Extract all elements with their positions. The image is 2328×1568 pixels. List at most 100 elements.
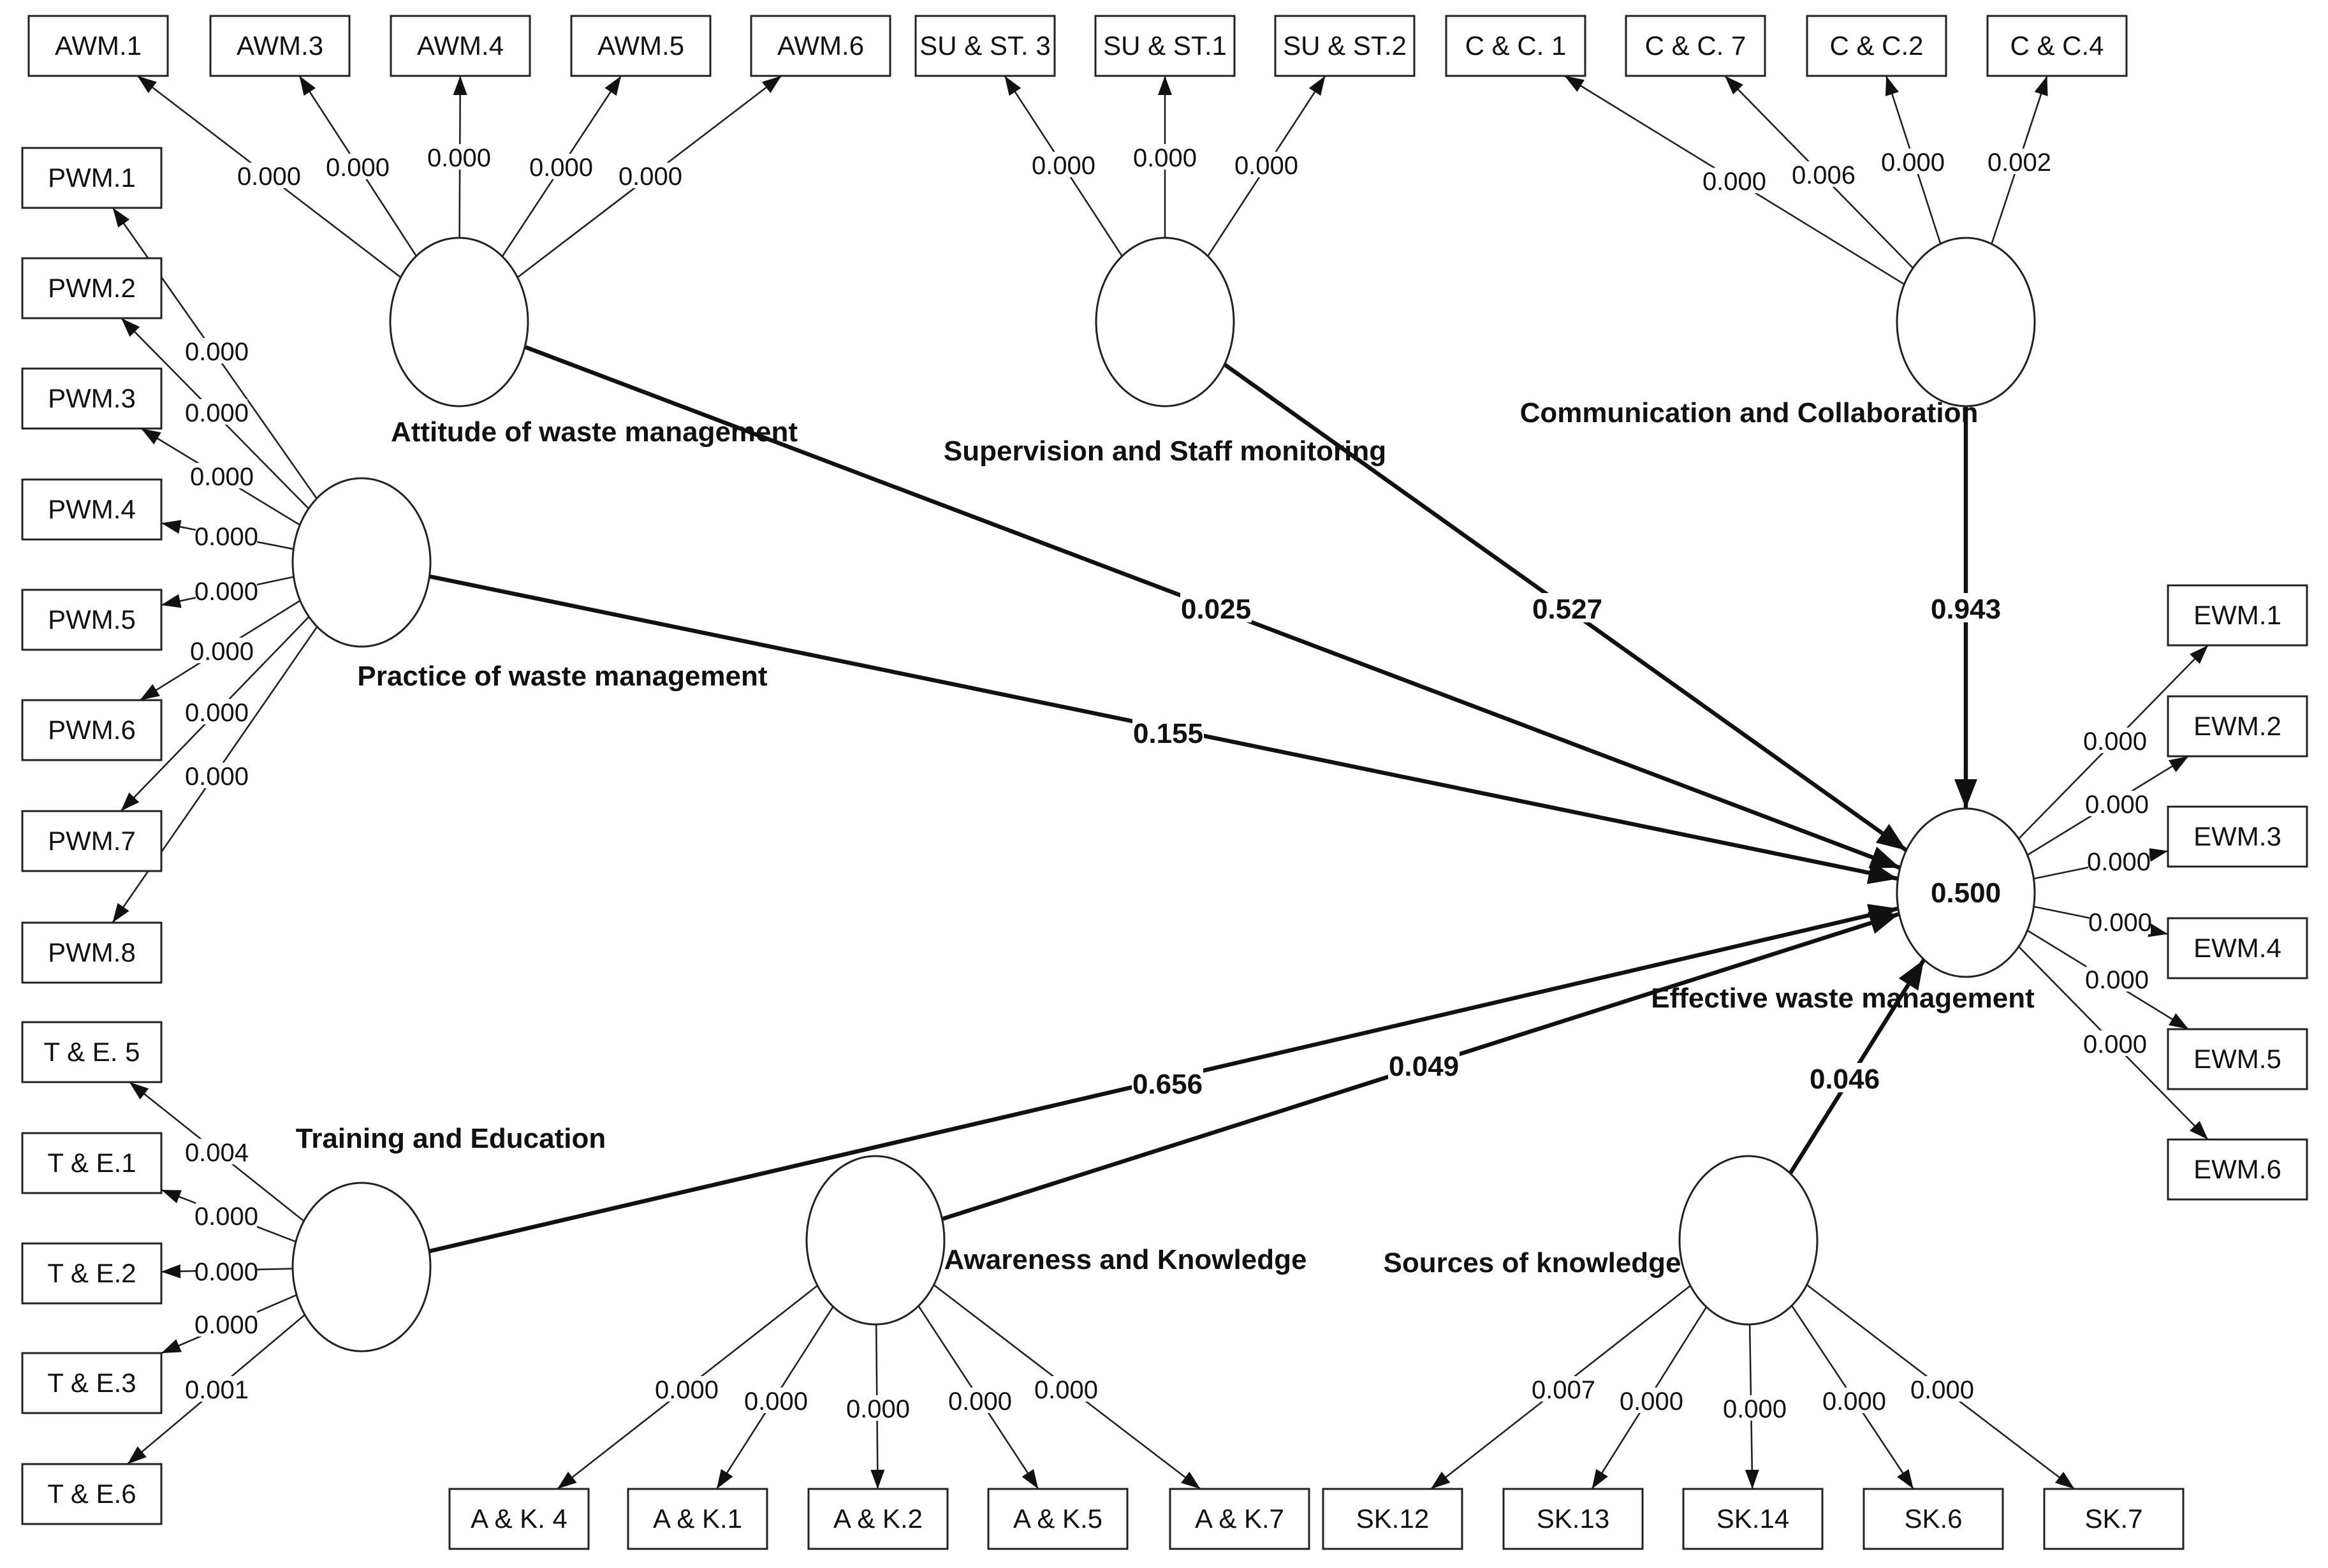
indicator-box-pwm4[interactable] [21, 478, 163, 541]
construct-circle-ewm[interactable] [1896, 807, 2036, 978]
indicator-label-pwm1: PWM.1 [48, 163, 136, 193]
indicator-box-ewm3[interactable] [2167, 805, 2308, 868]
loading-value-pwm2: 0.000 [185, 399, 249, 427]
loading-value-bg [1134, 144, 1196, 170]
indicator-box-awm5[interactable] [570, 15, 712, 77]
loading-arrowhead-te3 [161, 1339, 182, 1354]
loading-value-su2: 0.000 [1234, 152, 1298, 180]
indicator-box-pwm6[interactable] [21, 699, 163, 761]
construct-name-ak: Awareness and Knowledge [944, 1244, 1307, 1275]
indicator-label-awm1: AWM.1 [55, 31, 142, 61]
indicator-box-sk14[interactable] [1682, 1488, 1824, 1550]
loading-value-te5: 0.004 [185, 1139, 249, 1167]
loading-value-bg [191, 638, 253, 663]
loading-value-bg [2086, 966, 2148, 992]
indicator-label-te5: T & E. 5 [44, 1037, 140, 1067]
loading-arrowhead-sk13 [1592, 1469, 1608, 1489]
indicator-box-awm6[interactable] [750, 15, 891, 77]
indicator-box-ewm2[interactable] [2167, 695, 2308, 758]
indicator-box-sk7[interactable] [2043, 1488, 2185, 1550]
indicator-box-cc7[interactable] [1625, 15, 1766, 77]
loading-value-pwm6: 0.000 [190, 638, 254, 666]
loading-value-pwm7: 0.000 [185, 699, 249, 727]
loading-arrowhead-pwm3 [141, 429, 161, 444]
indicator-label-su3: SU & ST. 3 [919, 31, 1050, 61]
loading-arrowhead-te6 [127, 1446, 147, 1464]
indicator-box-pwm2[interactable] [21, 257, 163, 319]
indicator-box-ak2[interactable] [807, 1488, 949, 1550]
loading-arrowhead-su3 [1004, 76, 1021, 96]
loading-value-su1: 0.000 [1133, 144, 1197, 172]
indicator-box-cc2[interactable] [1806, 15, 1947, 77]
indicator-box-ewm4[interactable] [2167, 917, 2308, 979]
indicator-box-te5[interactable] [21, 1021, 163, 1083]
construct-name-awm: Attitude of waste management [391, 416, 798, 448]
construct-circle-sust[interactable] [1095, 237, 1235, 407]
loading-value-bg [1533, 1376, 1594, 1402]
loading-value-awm1: 0.000 [237, 163, 301, 191]
loading-arrowhead-su2 [1308, 76, 1326, 96]
loading-value-su3: 0.000 [1032, 152, 1095, 180]
indicator-box-ak4[interactable] [448, 1488, 590, 1550]
loading-arrowhead-pwm8 [112, 903, 129, 923]
loading-value-sk6: 0.000 [1822, 1388, 1886, 1416]
loading-value-te1: 0.000 [194, 1203, 258, 1231]
indicator-box-pwm1[interactable] [21, 147, 163, 209]
indicator-label-sk6: SK.6 [1904, 1504, 1962, 1534]
construct-name-te: Training and Education [296, 1123, 606, 1154]
loading-value-bg [656, 1376, 717, 1402]
indicator-box-sk13[interactable] [1502, 1488, 1644, 1550]
indicator-box-te6[interactable] [21, 1463, 163, 1525]
indicator-box-su3[interactable] [914, 15, 1056, 77]
indicator-box-pwm3[interactable] [21, 367, 163, 430]
indicator-box-awm1[interactable] [27, 15, 169, 77]
indicator-box-cc1[interactable] [1445, 15, 1586, 77]
indicator-box-awm3[interactable] [209, 15, 351, 77]
indicator-box-ewm1[interactable] [2167, 584, 2308, 647]
loading-value-bg [196, 523, 257, 548]
loading-arrowhead-awm4 [453, 76, 467, 96]
indicator-box-awm4[interactable] [390, 15, 531, 77]
indicator-box-su1[interactable] [1094, 15, 1236, 77]
construct-circle-pwm[interactable] [291, 477, 432, 648]
path-arrowhead-pwm [1866, 861, 1898, 884]
indicator-box-cc4[interactable] [1986, 15, 2128, 77]
indicator-label-pwm7: PWM.7 [48, 826, 136, 856]
path-coefficient-sust: 0.527 [1532, 594, 1602, 625]
construct-circle-cc[interactable] [1896, 237, 2036, 407]
indicator-box-ak5[interactable] [987, 1488, 1129, 1550]
indicator-box-te2[interactable] [21, 1242, 163, 1305]
indicator-box-sk6[interactable] [1863, 1488, 2004, 1550]
loading-value-bg [1824, 1388, 1885, 1413]
path-arrowhead-sk [1898, 959, 1924, 991]
indicator-box-ewm6[interactable] [2167, 1138, 2308, 1201]
loading-arrowhead-su1 [1158, 76, 1172, 95]
loading-value-sk7: 0.000 [1910, 1376, 1974, 1404]
loading-arrowhead-awm1 [137, 76, 157, 93]
construct-circle-te[interactable] [291, 1182, 432, 1352]
loading-arrowhead-pwm1 [112, 208, 130, 228]
path-arrowhead-awm [1868, 846, 1900, 868]
path-coefficient-pwm: 0.155 [1133, 718, 1203, 749]
indicator-box-ak7[interactable] [1169, 1488, 1310, 1550]
indicator-box-te1[interactable] [21, 1132, 163, 1194]
indicator-box-pwm8[interactable] [21, 921, 163, 984]
loading-value-bg [196, 1258, 257, 1284]
indicator-box-pwm7[interactable] [21, 810, 163, 872]
indicator-box-su2[interactable] [1274, 15, 1416, 77]
loading-value-bg [238, 163, 300, 188]
indicator-box-te3[interactable] [21, 1352, 163, 1414]
loading-arrowhead-ak2 [870, 1469, 885, 1489]
indicator-box-ak1[interactable] [627, 1488, 768, 1550]
indicator-box-sk12[interactable] [1322, 1488, 1463, 1550]
indicator-box-pwm5[interactable] [21, 589, 163, 651]
loading-value-bg [1704, 168, 1765, 193]
construct-circle-sk[interactable] [1678, 1155, 1819, 1326]
construct-circle-ak[interactable] [805, 1155, 946, 1326]
loading-arrowhead-cc1 [1564, 76, 1585, 92]
loading-value-bg [1989, 149, 2050, 174]
indicator-box-ewm5[interactable] [2167, 1028, 2308, 1090]
loading-value-bg [428, 144, 490, 170]
indicator-label-ak7: A & K.7 [1195, 1504, 1284, 1534]
construct-circle-awm[interactable] [389, 237, 529, 407]
